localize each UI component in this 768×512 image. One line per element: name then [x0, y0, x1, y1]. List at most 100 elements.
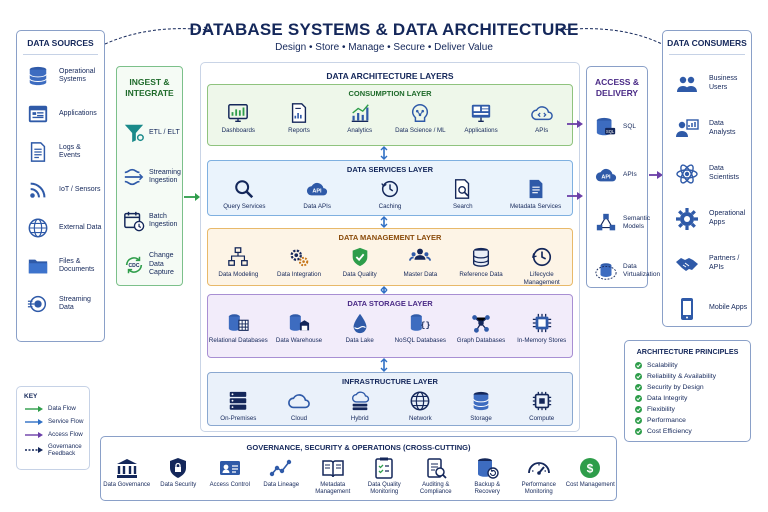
access-apis: API APIs — [587, 151, 647, 199]
svg-text:API: API — [313, 189, 323, 195]
governance-item-label: Metadata Management — [315, 482, 351, 495]
svg-text:$: $ — [587, 462, 594, 476]
key-label: Data Flow — [48, 405, 76, 412]
principle-scalability: Scalability — [635, 360, 750, 371]
globe-icon — [28, 218, 48, 238]
principles-heading: ARCHITECTURE PRINCIPLES — [636, 347, 739, 356]
governance-item-auditing-compliance: Auditing & Compliance — [410, 456, 462, 496]
query-services-icon — [235, 180, 254, 199]
log-file-icon — [30, 142, 46, 162]
layer-heading: DATA MANAGEMENT LAYER — [338, 233, 442, 242]
layer-item-graph-databases: Graph Databases — [451, 312, 512, 345]
layer-item-label: Data Science / ML — [395, 127, 446, 134]
source-label: Streaming Data — [59, 295, 91, 312]
source-label: Operational Systems — [59, 67, 96, 84]
principle-security-by-design: Security by Design — [635, 382, 750, 393]
layer-item-label: Compute — [529, 415, 555, 422]
ingest-label: Batch Ingestion — [149, 212, 178, 229]
layer-item-search: Search — [432, 178, 494, 211]
source-operational-systems: Operational Systems — [17, 57, 104, 95]
principle-label: Reliability & Availability — [647, 373, 717, 380]
storage-icon — [473, 391, 489, 411]
source-logs-events: Logs & Events — [17, 133, 104, 171]
layer-item-storage: Storage — [451, 390, 512, 423]
api-cloud-icon: API — [595, 168, 617, 182]
governance-item-label: Data Lineage — [263, 482, 300, 488]
key-heading: KEY — [24, 393, 38, 400]
governance-item-data-quality-monitoring: Data Quality Monitoring — [359, 456, 411, 496]
principle-label: Cost Efficiency — [647, 428, 692, 435]
apis-icon — [530, 106, 553, 121]
check-icon — [635, 395, 642, 402]
on-premises-icon — [230, 391, 247, 410]
data-science-ml-icon — [412, 104, 429, 122]
layer-item-label: Data APIs — [303, 203, 331, 210]
layer-item-nosql-databases: {}NoSQL Databases — [390, 312, 451, 345]
layer-item-label: Reports — [288, 127, 310, 134]
principle-label: Performance — [647, 417, 686, 424]
layer-item-label: Caching — [378, 203, 402, 210]
svg-text:CDC: CDC — [129, 263, 140, 269]
consumer-label: Mobile Apps — [709, 304, 748, 312]
principle-reliability-availability: Reliability & Availability — [635, 371, 750, 382]
data-modeling-icon — [228, 247, 249, 266]
cost-management-icon: $ — [580, 458, 601, 478]
check-icon — [635, 428, 642, 435]
in-memory-stores-icon — [532, 313, 551, 333]
compute-icon — [532, 391, 551, 411]
source-files-documents: Files & Documents — [17, 247, 104, 285]
lifecycle-management-icon — [531, 247, 551, 267]
layer-item-applications: Applications — [451, 102, 512, 135]
data-consumers-heading: DATA CONSUMERS — [667, 38, 747, 48]
governance-heading: GOVERNANCE, SECURITY & OPERATIONS (CROSS… — [246, 443, 471, 452]
cdc-cycle-icon: CDC — [125, 256, 143, 274]
caching-icon — [381, 180, 399, 198]
network-icon — [410, 391, 430, 411]
key-row-access-flow: Access Flow — [24, 428, 89, 441]
ingest-heading: INGEST & INTEGRATE — [125, 77, 174, 98]
governance-panel: GOVERNANCE, SECURITY & OPERATIONS (CROSS… — [100, 436, 617, 501]
layer-item-label: Applications — [464, 127, 498, 134]
data-security-icon — [170, 458, 187, 478]
key-arrow-icon — [25, 418, 43, 425]
graph-databases-icon — [472, 315, 490, 333]
ingest-label: Streaming Ingestion — [149, 168, 181, 185]
governance-item-metadata-management: Metadata Management — [307, 456, 359, 496]
reference-data-icon — [472, 247, 490, 267]
data-warehouse-icon — [289, 314, 310, 331]
layer-item-label: Data Modeling — [218, 271, 259, 278]
layer-item-compute: Compute — [511, 390, 572, 423]
relational-databases-icon — [229, 314, 249, 331]
governance-item-data-governance: Data Governance — [101, 456, 153, 496]
layer-item-label: Metadata Services — [509, 203, 562, 210]
service-flow-connector — [380, 286, 388, 294]
access-label: Semantic Models — [623, 215, 651, 230]
principle-performance: Performance — [635, 415, 750, 426]
calendar-clock-icon — [124, 211, 145, 232]
access-label: Data Virtualization — [623, 263, 661, 278]
access-label: SQL — [623, 123, 637, 130]
layer-item-network: Network — [390, 390, 451, 423]
access-semantic-models: Semantic Models — [587, 199, 651, 247]
reports-icon — [291, 103, 307, 123]
governance-item-label: Data Security — [160, 482, 197, 488]
folder-icon — [28, 259, 48, 274]
ingest-batch: Batch Ingestion — [117, 199, 182, 243]
data-lake-icon — [353, 313, 367, 334]
layer-item-dashboards: Dashboards — [208, 102, 269, 135]
svg-text:{}: {} — [421, 321, 431, 331]
governance-item-label: Cost Management — [565, 482, 615, 488]
governance-item-backup-recovery: Backup & Recovery — [462, 456, 514, 496]
search-icon — [454, 179, 469, 199]
layer-item-data-quality: Data Quality — [329, 246, 390, 286]
governance-item-data-lineage: Data Lineage — [256, 456, 308, 496]
analyst-icon — [676, 118, 699, 137]
governance-item-label: Performance Monitoring — [521, 482, 556, 495]
consumer-data-scientists: Data Scientists — [663, 151, 751, 196]
